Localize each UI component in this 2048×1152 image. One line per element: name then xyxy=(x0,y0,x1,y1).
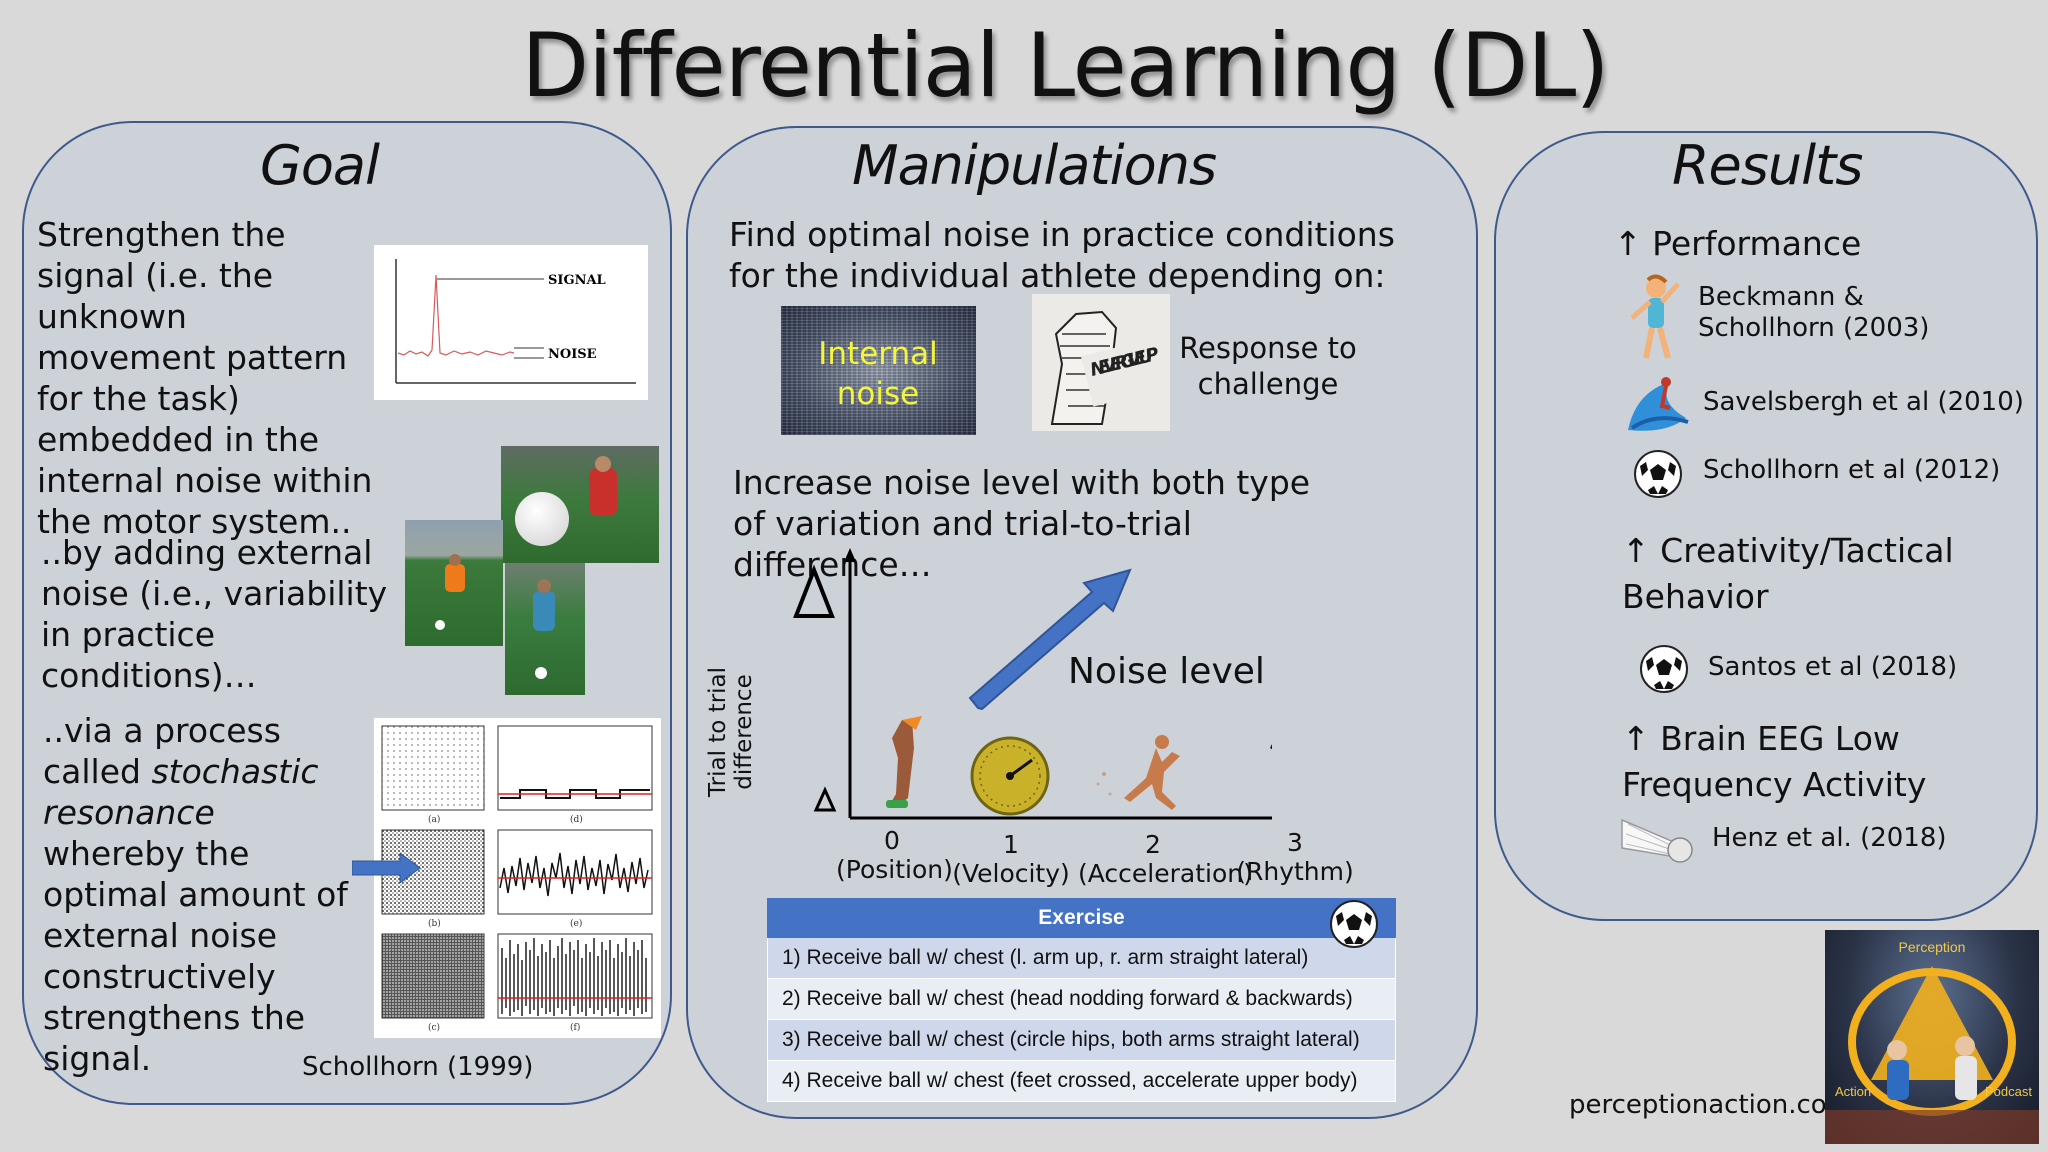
sr-term: stochastic resonance xyxy=(43,752,319,832)
up-arrow-icon: ↑ xyxy=(1622,531,1650,570)
delta-small-icon xyxy=(813,786,837,812)
internal-noise-image: Internal noise xyxy=(781,306,976,435)
sprinter-icon xyxy=(1096,735,1180,810)
response-to-challenge-label: Response to challenge xyxy=(1179,331,1357,401)
x-level-1-name: (Velocity) xyxy=(952,859,1070,888)
dancer-icon xyxy=(1270,744,1272,750)
page-title: Differential Learning (DL) xyxy=(521,14,1609,117)
never-give-up-image: NEVER GIVE UP xyxy=(1032,294,1170,431)
logo-action-text: Action xyxy=(1835,1084,1871,1099)
results-section-creativity: ↑ Creativity/Tactical Behavior xyxy=(1622,528,1982,620)
increase-noise-text: Increase noise level with both type of v… xyxy=(733,463,1311,584)
manipulations-heading: Manipulations xyxy=(852,134,1217,197)
sr-label-c: (c) xyxy=(428,1022,440,1033)
sr-panels: (a) (d) (b) (e) (c) (f) xyxy=(381,725,653,1033)
x-level-0-num: 0 xyxy=(884,826,900,855)
soccer-ball-icon xyxy=(1640,645,1688,693)
y-axis-label: Trial to trial difference xyxy=(705,666,757,798)
x-level-0-name: (Position) xyxy=(836,855,953,884)
result-citation-henz: Henz et al. (2018) xyxy=(1712,823,1947,853)
sr-label-b: (b) xyxy=(428,918,441,929)
delta-large-icon xyxy=(793,564,835,618)
noise-label: NOISE xyxy=(548,347,597,362)
up-arrow-icon: ↑ xyxy=(1622,719,1650,758)
goal-paragraph-external-noise: ..by adding external noise (i.e., variab… xyxy=(41,533,388,695)
logo-perception-text: Perception xyxy=(1899,939,1966,955)
up-arrow-icon: ↑ xyxy=(1614,224,1642,263)
x-level-3-name: (Rhythm) xyxy=(1236,857,1354,886)
soccer-photo-juggle xyxy=(505,563,585,695)
results-panel xyxy=(1494,131,2038,921)
result-citation-schollhorn: Schollhorn et al (2012) xyxy=(1703,455,2001,485)
stochastic-resonance-figure: (a) (d) (b) (e) (c) (f) xyxy=(374,718,661,1038)
exercise-row: 2) Receive ball w/ chest (head nodding f… xyxy=(767,978,1396,1020)
sr-label-e: (e) xyxy=(570,918,582,929)
noise-level-label: Noise level xyxy=(1068,651,1265,692)
goal-heading: Goal xyxy=(260,134,380,197)
result-citation-santos: Santos et al (2018) xyxy=(1708,652,1958,682)
podcast-logo: Perception Action Podcast xyxy=(1825,930,2039,1144)
sr-label-f: (f) xyxy=(570,1022,580,1033)
result-citation-savelsbergh: Savelsbergh et al (2010) xyxy=(1703,387,2024,417)
sr-pointer-arrow-icon xyxy=(352,853,421,883)
x-level-0: 0 (Position) xyxy=(836,826,953,884)
manipulations-intro: Find optimal noise in practice condition… xyxy=(729,215,1395,295)
website-link[interactable]: perceptionaction.com xyxy=(1569,1090,1853,1120)
x-level-1: 1 (Velocity) xyxy=(952,830,1070,888)
results-section-eeg: ↑ Brain EEG Low Frequency Activity xyxy=(1622,716,1982,808)
x-level-1-num: 1 xyxy=(1003,830,1019,859)
gymnast-icon xyxy=(1630,274,1680,359)
sr-text-a: ..via a process called xyxy=(43,711,281,791)
goal-paragraph-signal: Strengthen the signal (i.e. the unknown … xyxy=(37,215,373,541)
performance-heading: Performance xyxy=(1652,224,1862,263)
soccer-photo-dribble xyxy=(405,520,503,646)
exercise-row: 4) Receive ball w/ chest (feet crossed, … xyxy=(767,1060,1396,1102)
sr-label-a: (a) xyxy=(428,814,440,825)
internal-noise-label: Internal noise xyxy=(818,336,938,412)
result-citation-beckmann: Beckmann & Schollhorn (2003) xyxy=(1698,282,1930,343)
signal-noise-figure: SIGNAL NOISE xyxy=(374,245,648,400)
speedometer-icon xyxy=(970,736,1050,816)
x-level-2: 2 (Acceleration) xyxy=(1078,830,1253,888)
position-level-icon xyxy=(886,716,922,808)
results-section-performance: ↑ Performance xyxy=(1614,221,1861,267)
soccer-ball-icon xyxy=(1330,900,1378,948)
noise-level-diagram: Noise level xyxy=(793,548,1272,820)
signal-label: SIGNAL xyxy=(548,273,606,288)
x-level-3-num: 3 xyxy=(1287,828,1303,857)
noise-level-arrow-icon xyxy=(968,568,1132,711)
goal-paragraph-stochastic-resonance: ..via a process called stochastic resona… xyxy=(43,710,363,1079)
signal-noise-plot: SIGNAL NOISE xyxy=(395,259,636,384)
x-level-3: 3 (Rhythm) xyxy=(1236,828,1354,886)
exercise-header: Exercise xyxy=(767,898,1396,938)
shuttlecock-icon xyxy=(1621,818,1693,863)
soccer-photo-kick xyxy=(501,446,659,563)
sr-text-b: whereby the optimal amount of external n… xyxy=(43,834,348,1078)
creativity-heading: Creativity/Tactical Behavior xyxy=(1622,531,1954,616)
exercise-row: 1) Receive ball w/ chest (l. arm up, r. … xyxy=(767,937,1396,979)
eeg-heading: Brain EEG Low Frequency Activity xyxy=(1622,719,1927,804)
logo-podcast-text: Podcast xyxy=(1985,1084,2032,1099)
surfer-icon xyxy=(1628,377,1689,431)
soccer-ball-icon xyxy=(1634,450,1682,498)
fist-icon: NEVER GIVE UP xyxy=(1050,310,1170,425)
exercise-row: 3) Receive ball w/ chest (circle hips, b… xyxy=(767,1019,1396,1061)
results-heading: Results xyxy=(1672,134,1863,197)
podcast-logo-art: Perception Action Podcast xyxy=(1825,939,2039,1144)
goal-citation: Schollhorn (1999) xyxy=(302,1052,534,1082)
x-level-2-num: 2 xyxy=(1145,830,1161,859)
x-level-2-name: (Acceleration) xyxy=(1078,859,1253,888)
sr-label-d: (d) xyxy=(570,814,583,825)
exercise-table: Exercise 1) Receive ball w/ chest (l. ar… xyxy=(767,898,1396,1102)
